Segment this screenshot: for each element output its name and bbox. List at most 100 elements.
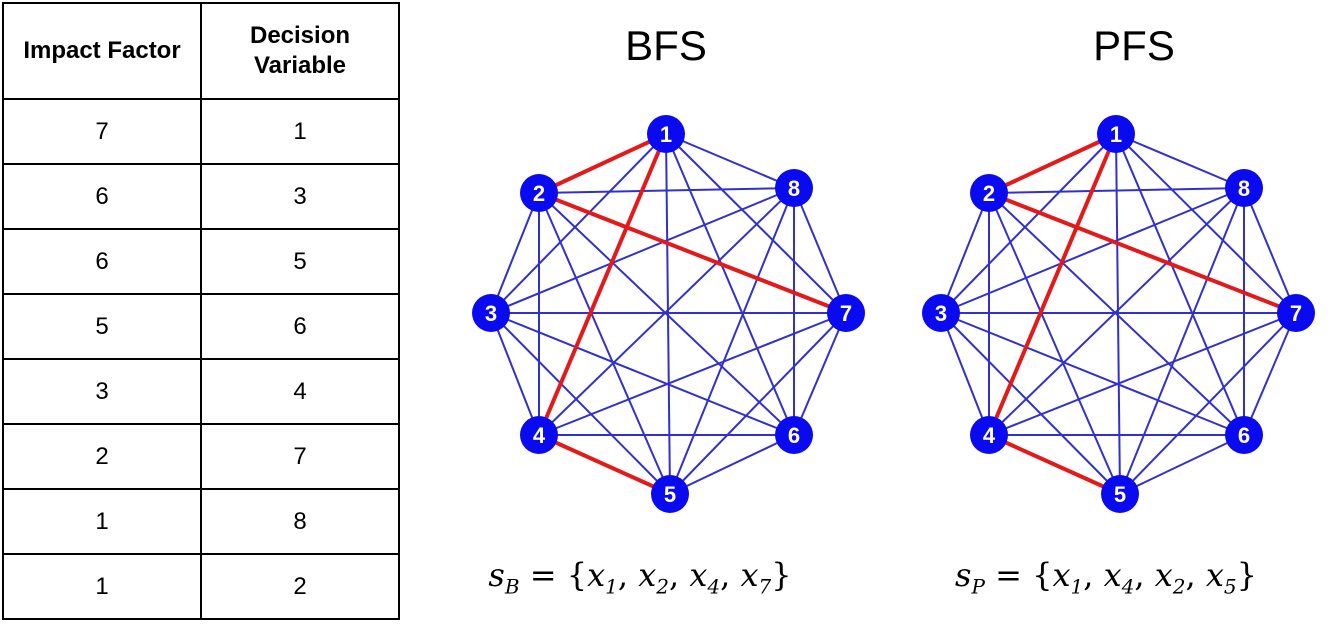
comma-separator: ,: [1083, 556, 1104, 594]
edge-2-8: [988, 187, 1245, 194]
node-label-8: 8: [788, 176, 800, 201]
set-variable: s: [488, 556, 505, 594]
node-4: [970, 416, 1008, 454]
node-label-7: 7: [840, 301, 852, 326]
impact-factor-cell: 5: [2, 293, 202, 360]
highlighted-edge-1-4: [987, 133, 1118, 436]
variable-x: x: [1154, 556, 1173, 594]
bfs-title: BFS: [625, 22, 707, 69]
variable-index: 2: [656, 574, 669, 599]
variable-index: 4: [707, 574, 721, 599]
edge-5-7: [669, 312, 847, 495]
edge-4-7: [988, 312, 1297, 436]
edge-4-7: [538, 312, 847, 436]
impact-factor-cell: 1: [2, 488, 202, 555]
decision-variable-cell: 1: [200, 98, 400, 165]
edge-4-8: [988, 187, 1245, 436]
edge-3-4: [490, 312, 540, 436]
edge-3-6: [490, 312, 795, 436]
bfs-formula: sB = {x1, x2, x4, x7}: [430, 556, 850, 598]
node-label-6: 6: [788, 423, 800, 448]
variable-index: 1: [605, 574, 618, 599]
node-label-5: 5: [664, 482, 676, 507]
edge-2-8: [538, 187, 795, 194]
node-6: [775, 416, 813, 454]
node-2: [520, 174, 558, 212]
variable-index: 4: [1121, 574, 1135, 599]
edge-1-6: [1115, 133, 1245, 436]
edge-2-5: [538, 192, 671, 495]
node-5: [651, 475, 689, 513]
node-5: [1101, 475, 1139, 513]
edge-5-8: [1119, 187, 1245, 495]
edge-1-3: [490, 133, 667, 314]
node-8: [1225, 169, 1263, 207]
edge-5-6: [669, 434, 795, 495]
node-3: [922, 294, 960, 332]
node-4: [520, 416, 558, 454]
variable-x: x: [587, 556, 606, 594]
table-header-row: Impact Factor Decision Variable: [2, 2, 400, 100]
node-3: [472, 294, 510, 332]
node-label-1: 1: [660, 122, 672, 147]
variable-x: x: [689, 556, 708, 594]
impact-factor-cell: 6: [2, 163, 202, 230]
node-label-5: 5: [1114, 482, 1126, 507]
edge-6-7: [1243, 312, 1297, 436]
node-label-6: 6: [1238, 423, 1250, 448]
impact-factor-cell: 6: [2, 228, 202, 295]
decision-variable-cell: 5: [200, 228, 400, 295]
pfs-title: PFS: [1093, 22, 1175, 69]
edge-2-3: [490, 192, 540, 314]
impact-factor-cell: 3: [2, 358, 202, 425]
variable-x: x: [1103, 556, 1122, 594]
pfs-formula: sP = {x1, x4, x2, x5}: [896, 556, 1316, 598]
edge-3-8: [490, 187, 795, 314]
variable-x: x: [638, 556, 657, 594]
set-subscript: B: [504, 574, 520, 599]
node-7: [1277, 294, 1315, 332]
decision-variable-cell: 4: [200, 358, 400, 425]
edge-7-8: [793, 187, 847, 314]
comma-separator: ,: [1185, 556, 1206, 594]
edge-7-8: [1243, 187, 1297, 314]
impact-factor-cell: 2: [2, 423, 202, 490]
node-label-1: 1: [1110, 122, 1122, 147]
highlighted-edge-2-7: [988, 191, 1297, 315]
comma-separator: ,: [668, 556, 690, 594]
header-decision-variable: Decision Variable: [200, 2, 400, 100]
decision-variable-cell: 6: [200, 293, 400, 360]
variable-index: 5: [1223, 574, 1237, 599]
node-label-2: 2: [983, 181, 995, 206]
equals-open-brace: = {: [519, 556, 588, 594]
comma-separator: ,: [1134, 556, 1155, 594]
header-impact-factor: Impact Factor: [2, 2, 202, 100]
close-brace: }: [1236, 556, 1257, 594]
edge-2-3: [940, 192, 990, 314]
variable-index: 2: [1172, 574, 1186, 599]
highlighted-edge-4-5: [988, 433, 1121, 496]
highlighted-edge-1-2: [988, 132, 1117, 195]
variable-x: x: [1205, 556, 1224, 594]
impact-factor-cell: 7: [2, 98, 202, 165]
variable-x: x: [740, 556, 759, 594]
highlighted-edge-4-5: [538, 433, 671, 496]
impact-factor-cell: 1: [2, 553, 202, 620]
variable-index: 1: [1070, 574, 1084, 599]
edge-3-6: [940, 312, 1245, 436]
variable-index: 7: [758, 574, 772, 599]
equals-open-brace: = {: [984, 556, 1053, 594]
node-label-3: 3: [935, 301, 947, 326]
node-6: [1225, 416, 1263, 454]
highlighted-edge-1-4: [537, 133, 668, 436]
comma-separator: ,: [720, 556, 741, 594]
set-subscript: P: [971, 574, 985, 599]
node-label-4: 4: [533, 423, 546, 448]
